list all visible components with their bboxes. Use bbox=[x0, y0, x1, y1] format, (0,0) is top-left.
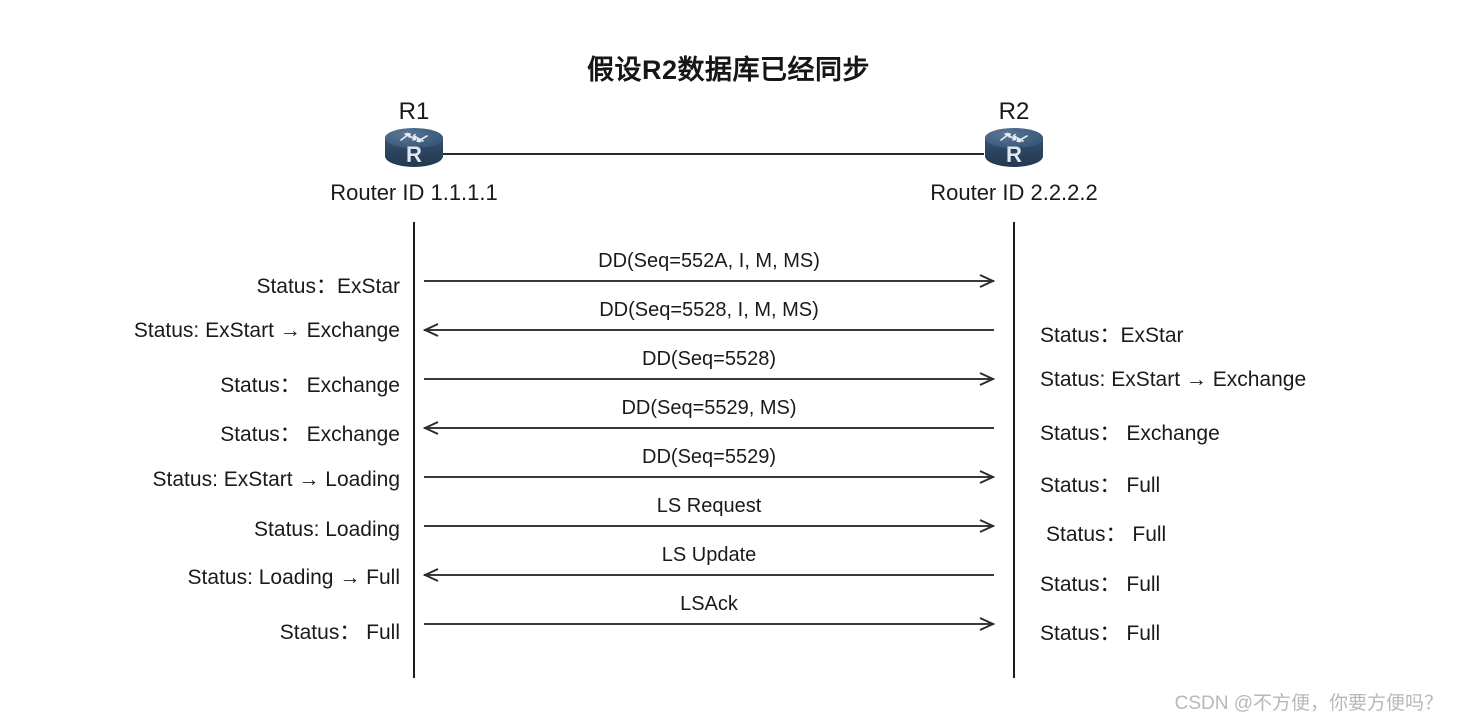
status-right-4: Status： Full bbox=[1040, 474, 1161, 497]
arrowhead-left-icon bbox=[423, 323, 439, 337]
message-label: DD(Seq=5529) bbox=[642, 446, 776, 468]
router-icon: R bbox=[385, 128, 443, 172]
node-r1: R1 R Router ID 1.1.1.1 bbox=[294, 98, 534, 206]
message-label: LS Request bbox=[656, 495, 762, 517]
message-label: DD(Seq=5528) bbox=[642, 348, 776, 370]
node-r1-name: R1 bbox=[398, 98, 430, 125]
status-right-7: Status： Full bbox=[1040, 622, 1161, 645]
arrow-shaft bbox=[424, 280, 994, 282]
arrowhead-right-icon bbox=[979, 470, 995, 484]
arrowhead-right-icon bbox=[979, 519, 995, 533]
router-icon: R bbox=[985, 128, 1043, 172]
message-label: DD(Seq=5529, MS) bbox=[621, 397, 797, 419]
status-left-2: Status: ExStart → Exchange bbox=[133, 319, 400, 342]
message-label: DD(Seq=552A, I, M, MS) bbox=[598, 250, 820, 272]
arrow-shaft bbox=[424, 525, 994, 527]
csdn-watermark: CSDN @不方便，你要方便吗？ bbox=[1174, 693, 1443, 714]
message-arrow bbox=[423, 421, 994, 435]
arrowhead-right-icon bbox=[979, 372, 995, 386]
message-arrow bbox=[424, 372, 995, 386]
message-arrow bbox=[424, 274, 995, 288]
arrow-shaft bbox=[424, 427, 994, 429]
status-right-1: Status：ExStar bbox=[1040, 324, 1184, 347]
arrow-shaft bbox=[424, 378, 994, 380]
arrow-shaft bbox=[424, 329, 994, 331]
router-top-ellipse bbox=[385, 128, 443, 148]
message-arrow bbox=[423, 568, 994, 582]
router-link-line bbox=[443, 153, 984, 155]
lifeline-r1 bbox=[413, 222, 415, 678]
lifeline-r2 bbox=[1013, 222, 1015, 678]
status-right-5: Status： Full bbox=[1046, 523, 1167, 546]
status-left-8: Status： Full bbox=[279, 621, 400, 644]
message-label: LS Update bbox=[661, 544, 757, 566]
arrowhead-left-icon bbox=[423, 568, 439, 582]
node-r2-name: R2 bbox=[998, 98, 1030, 125]
message-label: DD(Seq=5528, I, M, MS) bbox=[599, 299, 819, 321]
status-left-6: Status: Loading bbox=[254, 518, 400, 541]
status-right-3: Status： Exchange bbox=[1040, 422, 1220, 445]
message-arrow bbox=[424, 617, 995, 631]
arrowhead-right-icon bbox=[979, 617, 995, 631]
page-title: 假设R2数据库已经同步 bbox=[586, 55, 870, 85]
message-arrow bbox=[424, 470, 995, 484]
status-left-1: Status：ExStar bbox=[256, 275, 400, 298]
router-arrow-glyphs bbox=[400, 132, 428, 143]
status-left-7: Status: Loading → Full bbox=[187, 566, 400, 589]
router-letter: R bbox=[406, 142, 422, 167]
arrow-shaft bbox=[424, 623, 994, 625]
arrowhead-right-icon bbox=[979, 274, 995, 288]
status-left-4: Status： Exchange bbox=[220, 423, 400, 446]
arrow-shaft bbox=[424, 574, 994, 576]
router-arrow-glyphs bbox=[1000, 132, 1028, 143]
message-arrow bbox=[424, 519, 995, 533]
status-right-6: Status： Full bbox=[1040, 573, 1161, 596]
message-arrow bbox=[423, 323, 994, 337]
arrowhead-left-icon bbox=[423, 421, 439, 435]
node-r2: R2 R Router ID 2.2.2.2 bbox=[894, 98, 1134, 206]
node-r1-router-id: Router ID 1.1.1.1 bbox=[330, 180, 498, 205]
router-top-ellipse bbox=[985, 128, 1043, 148]
status-right-2: Status: ExStart → Exchange bbox=[1040, 368, 1307, 391]
arrow-shaft bbox=[424, 476, 994, 478]
status-left-3: Status： Exchange bbox=[220, 374, 400, 397]
node-r2-router-id: Router ID 2.2.2.2 bbox=[930, 180, 1098, 205]
router-letter: R bbox=[1006, 142, 1022, 167]
status-left-5: Status: ExStart → Loading bbox=[152, 468, 400, 491]
message-label: LSAck bbox=[680, 593, 738, 615]
